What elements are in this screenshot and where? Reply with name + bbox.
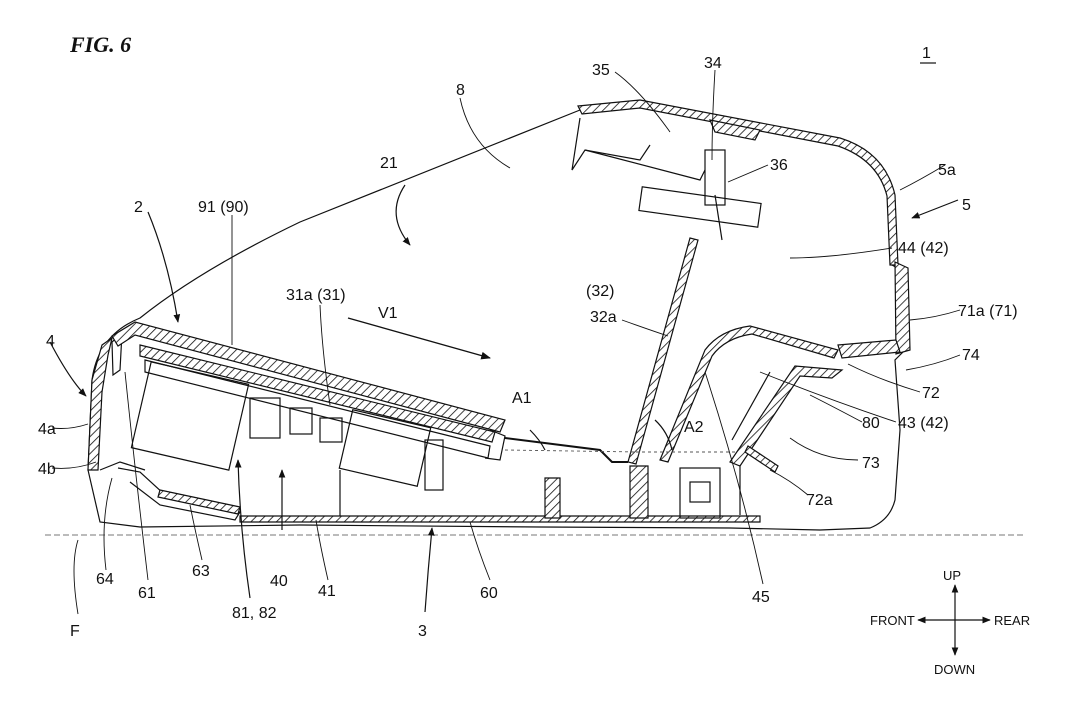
label-32: (32) [586, 283, 614, 300]
v1-arrow [348, 318, 490, 358]
mechanism-bracket [572, 118, 650, 170]
label-4a: 4a [38, 421, 56, 438]
label-2: 2 [134, 199, 143, 216]
leader-71a [910, 310, 960, 320]
label-72a: 72a [806, 492, 833, 509]
label-91: 91 (90) [198, 199, 249, 216]
label-45: 45 [752, 589, 770, 606]
label-41: 41 [318, 583, 336, 600]
label-34: 34 [704, 55, 722, 72]
connector-block [680, 468, 720, 518]
connector-inner [690, 482, 710, 502]
label-73: 73 [862, 455, 880, 472]
angle-a1-baseline [505, 450, 640, 452]
label-72: 72 [922, 385, 940, 402]
shaft [715, 195, 722, 240]
leader-73 [790, 438, 858, 460]
label-F: F [70, 623, 80, 640]
component-small-a [250, 398, 280, 438]
angle-a1-arc [530, 430, 545, 450]
rear-shelf-72 [838, 340, 900, 358]
label-5a: 5a [938, 162, 956, 179]
guide-91 [140, 345, 495, 442]
ref-8182-arrow [238, 460, 250, 598]
leader-36 [728, 165, 768, 182]
label-8182: 81, 82 [232, 605, 277, 622]
label-A1: A1 [512, 390, 532, 407]
label-8: 8 [456, 82, 465, 99]
label-36: 36 [770, 157, 788, 174]
leader-72a [770, 470, 808, 495]
leader-45 [705, 372, 763, 584]
rib-post-b [630, 466, 648, 518]
label-60: 60 [480, 585, 498, 602]
component-post [425, 440, 443, 490]
label-32a: 32a [590, 309, 617, 326]
rear-panel-71a [895, 262, 910, 354]
label-21: 21 [380, 155, 398, 172]
label-35: 35 [592, 62, 610, 79]
label-31a: 31a (31) [286, 287, 346, 304]
leader-44 [790, 248, 892, 258]
label-64: 64 [96, 571, 114, 588]
mechanism-arm [585, 150, 705, 180]
ref-5-arrow [912, 200, 958, 218]
compass-rear-label: REAR [994, 613, 1030, 628]
frame-63-hatch [158, 490, 240, 514]
direction-compass: UP DOWN FRONT REAR [870, 568, 1030, 677]
rear-cover-5 [578, 100, 898, 265]
leader-64 [104, 478, 112, 570]
leader-32a [622, 320, 668, 336]
rib-post-a [545, 478, 560, 518]
label-3: 3 [418, 623, 427, 640]
label-5: 5 [962, 197, 971, 214]
label-43: 43 (42) [898, 415, 949, 432]
leader-74 [906, 355, 960, 370]
ref-4-arrow [50, 342, 86, 396]
component-small-b [290, 408, 312, 434]
compass-up-label: UP [943, 568, 961, 583]
front-cover-4 [88, 338, 112, 470]
label-61: 61 [138, 585, 156, 602]
leader-4a [52, 424, 88, 429]
space-21-arrow [396, 185, 410, 245]
label-A2: A2 [684, 419, 704, 436]
label-63: 63 [192, 563, 210, 580]
leader-60 [470, 522, 490, 580]
label-44: 44 (42) [898, 240, 949, 257]
compass-front-label: FRONT [870, 613, 915, 628]
leader-41 [316, 520, 328, 580]
leader-F [74, 540, 78, 614]
figure-title: FIG. 6 [69, 32, 131, 57]
base-plate-60 [240, 516, 760, 522]
leader-80 [810, 395, 862, 422]
label-71a: 71a (71) [958, 303, 1018, 320]
ref-3-arrow [425, 528, 432, 612]
component-small-c [320, 418, 342, 442]
upper-cover-2 [112, 322, 505, 432]
label-4: 4 [46, 333, 55, 350]
leader-72 [848, 364, 920, 392]
leader-8 [460, 98, 510, 168]
label-74: 74 [962, 347, 980, 364]
cartridge-holder-35 [639, 187, 761, 227]
compass-down-label: DOWN [934, 662, 975, 677]
wall-72a [745, 446, 778, 472]
label-80: 80 [862, 415, 880, 432]
label-40: 40 [270, 573, 288, 590]
label-V1: V1 [378, 305, 398, 322]
device-ref-label: 1 [922, 45, 931, 62]
ref-2-arrow [148, 212, 178, 322]
label-4b: 4b [38, 461, 56, 478]
